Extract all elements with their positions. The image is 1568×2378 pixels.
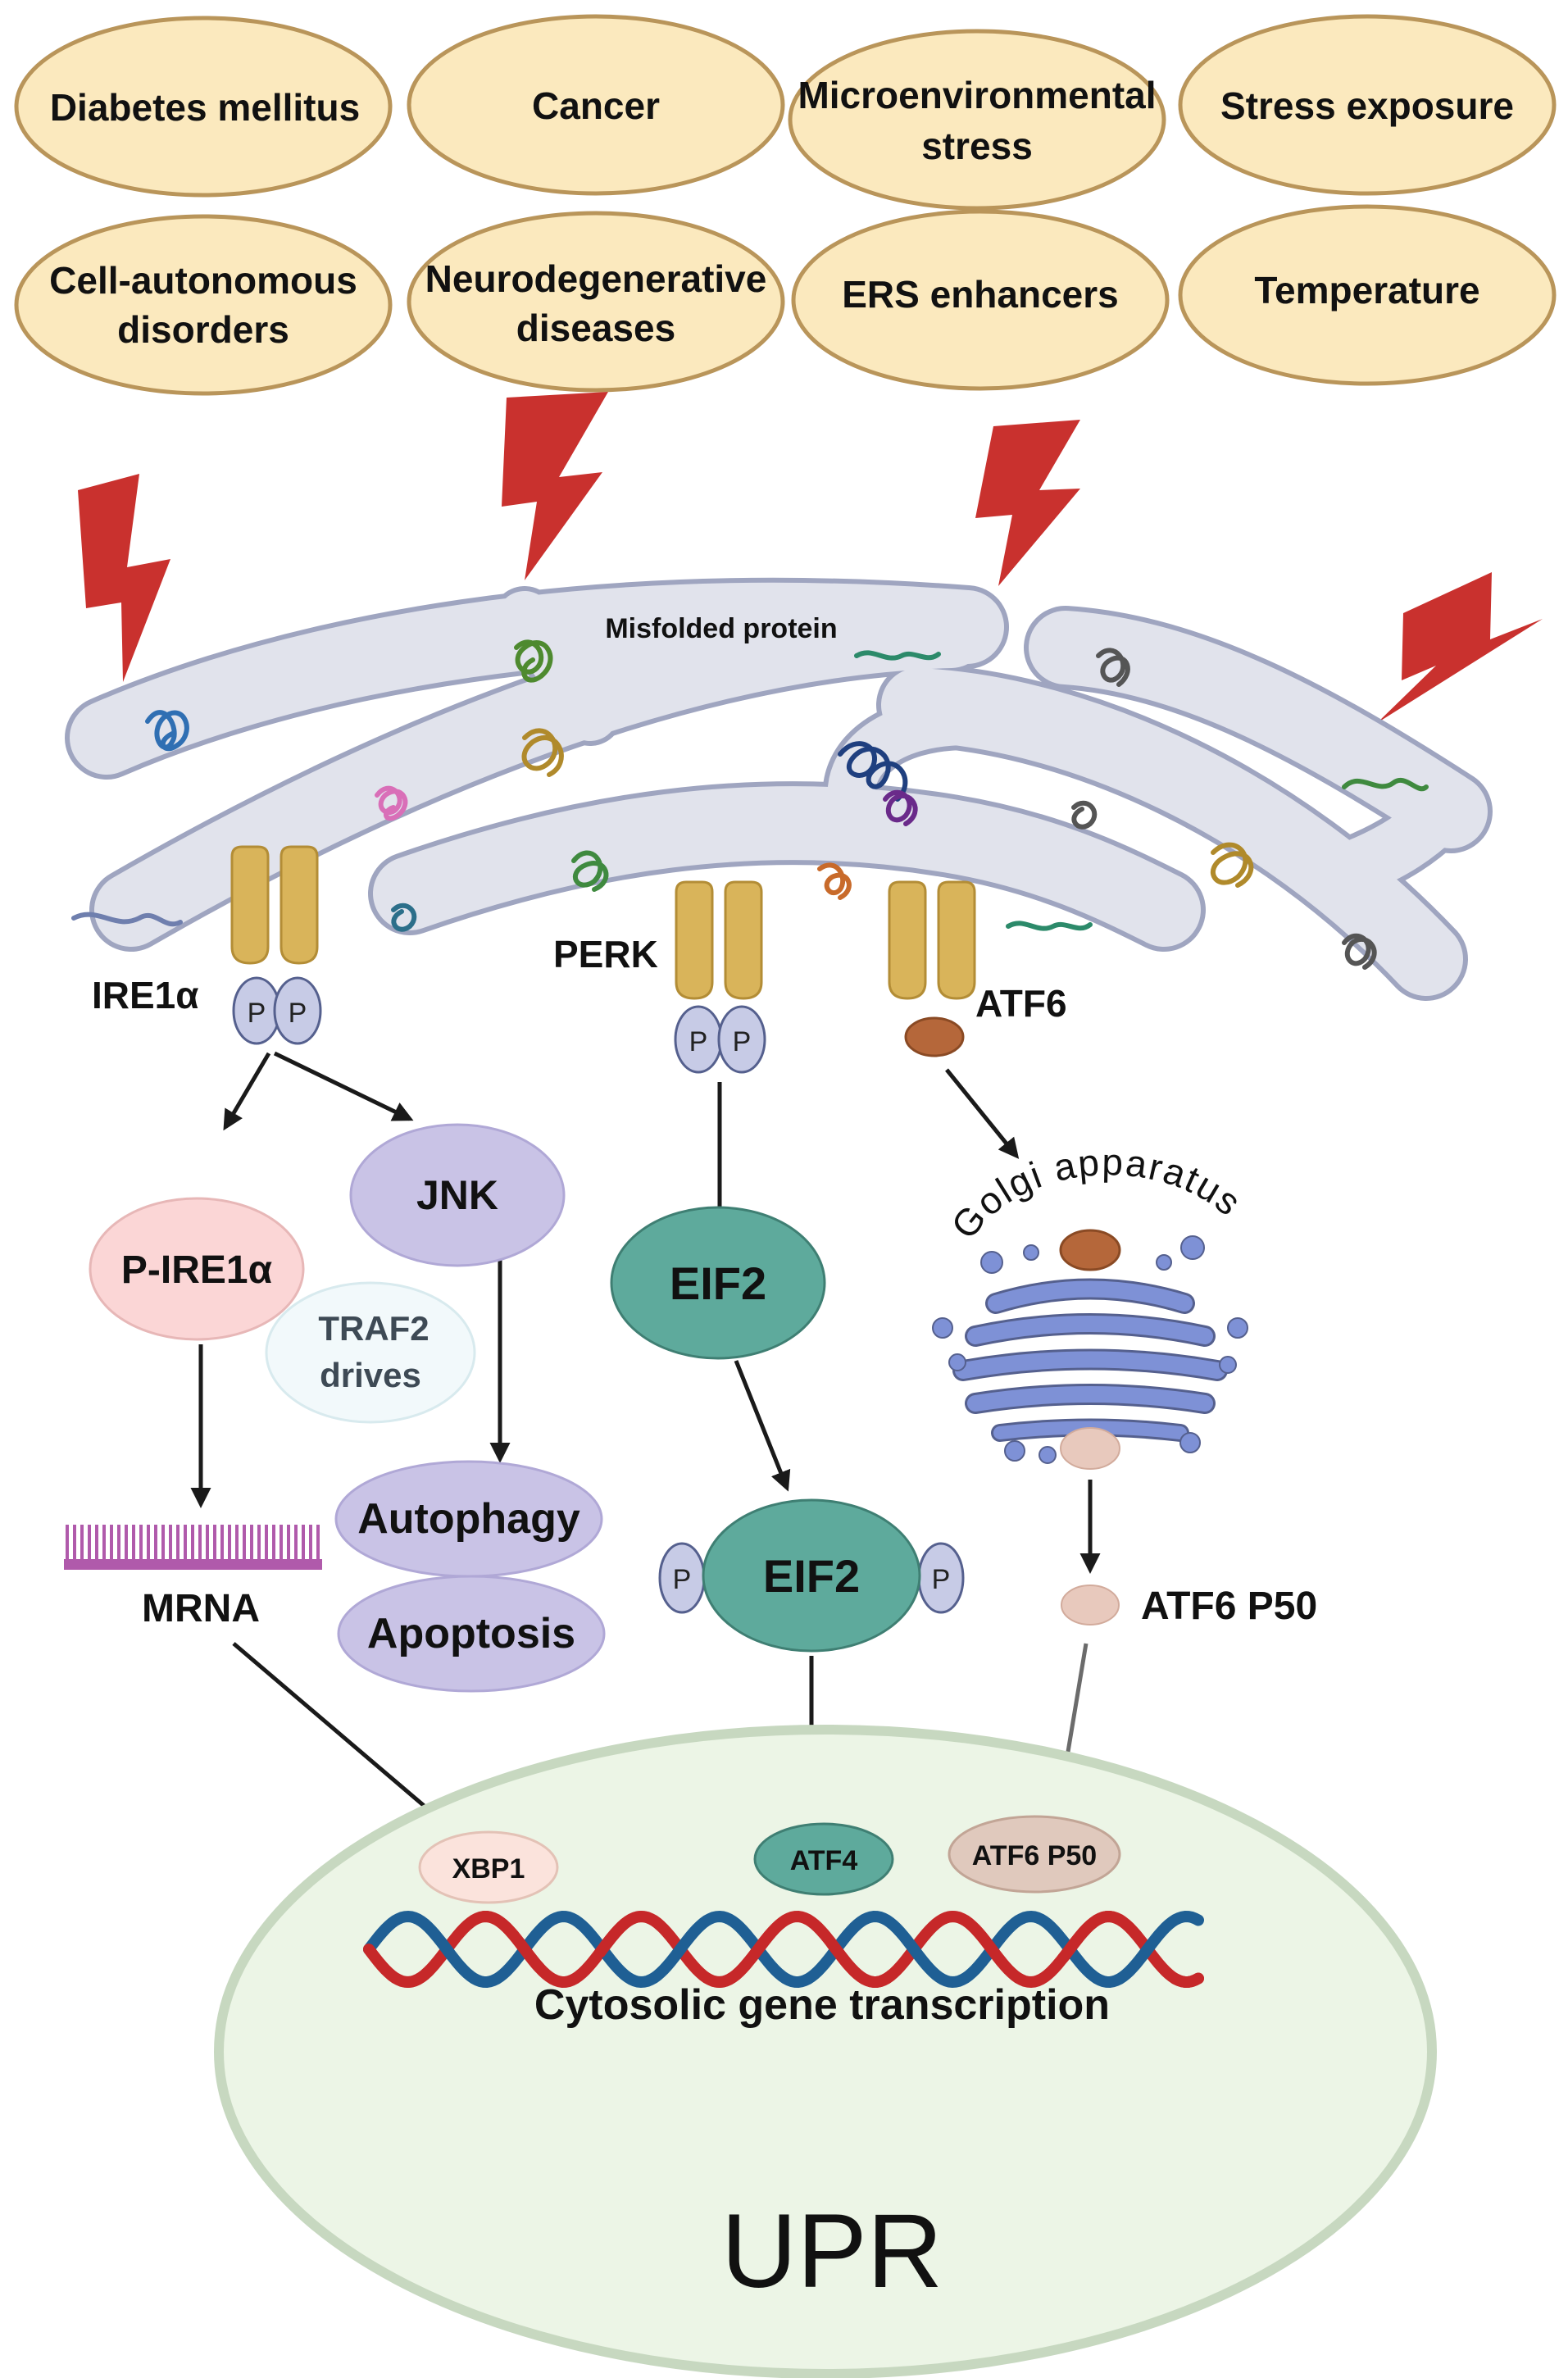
trigger-cancer-label: Cancer	[532, 84, 660, 127]
misfolded-protein-icon	[1342, 777, 1429, 792]
trigger-temperature: Temperature	[1178, 204, 1557, 386]
misfolded-protein-icon	[1096, 648, 1130, 687]
atf6-p50-nuclear-node: ATF6 P50	[948, 1815, 1121, 1894]
trigger-temperature-label: Temperature	[1254, 269, 1479, 311]
eif2-label: EIF2	[670, 1257, 766, 1309]
receptor-perk: P P PERK	[553, 880, 766, 1074]
upr-label: UPR	[721, 2193, 943, 2310]
trigger-ers-label: ERS enhancers	[842, 273, 1118, 316]
trigger-ers-enhancers: ERS enhancers	[791, 209, 1170, 391]
xbp1-node: XBP1	[418, 1830, 559, 1904]
phospho-label: P	[248, 998, 266, 1029]
misfolded-protein-icon	[1210, 842, 1254, 888]
misfolded-protein-icon	[521, 728, 564, 777]
autophagy-node: Autophagy	[334, 1460, 603, 1578]
p-ire1a-node: P-IRE1α	[89, 1197, 305, 1341]
atf6-p50-label: ATF6 P50	[1141, 1585, 1317, 1628]
perk-label: PERK	[553, 933, 658, 975]
arrow-mrna-to-xbp1	[232, 1642, 458, 1835]
misfolded-protein-icon	[71, 912, 183, 927]
lightning-icon	[1377, 572, 1543, 723]
misfolded-protein-icon	[571, 850, 609, 892]
misfolded-protein-icon	[514, 639, 553, 683]
transcription-label: Cytosolic gene transcription	[534, 1981, 1110, 2029]
arrow-ire1a-to-jnk	[273, 1051, 414, 1121]
misfolded-protein-icon	[1006, 921, 1093, 931]
phospho-label: P	[289, 998, 307, 1029]
trigger-cell-autonomous-disorders: Cell-autonomous disorders	[14, 214, 393, 396]
trigger-diabetes: Diabetes mellitus	[14, 16, 393, 198]
trigger-neuro-label-1: Neurodegenerative	[425, 257, 767, 300]
phospho-p-icon	[273, 976, 322, 1045]
misfolded-protein-icon	[1342, 933, 1377, 970]
receptor-ire1a: P P IRE1α	[92, 845, 322, 1045]
atf6-domain-icon	[904, 1016, 965, 1057]
trigger-cancer: Cancer	[407, 14, 785, 196]
misfolded-protein-label: Misfolded protein	[605, 613, 837, 644]
trigger-microenvironmental-stress: Microenvironmental stress	[788, 29, 1166, 211]
trigger-neurodegenerative-diseases: Neurodegenerative diseases	[407, 211, 785, 393]
arrow-ire1a-to-p-ire1a	[223, 1052, 271, 1131]
trigger-micro-label-1: Microenvironmental	[798, 74, 1156, 116]
misfolded-protein-icon	[145, 710, 189, 752]
eif2-p-label: EIF2	[763, 1550, 860, 1602]
trigger-neuro-label-2: diseases	[516, 307, 675, 349]
receptor-atf6: ATF6	[888, 880, 1067, 1057]
misfolded-protein-icon	[1071, 800, 1098, 830]
misfolded-protein-icon	[391, 903, 417, 932]
phospho-label: P	[673, 1564, 692, 1595]
jnk-label: JNK	[416, 1172, 498, 1218]
atf6-label: ATF6	[975, 982, 1067, 1025]
apoptosis-node: Apoptosis	[337, 1575, 606, 1693]
lightning-icon	[78, 474, 170, 682]
trigger-ovals: Diabetes mellitus Cancer Microenvironmen…	[14, 14, 1557, 396]
ire1a-label: IRE1α	[92, 974, 199, 1016]
trigger-cell-label-2: disorders	[117, 308, 289, 351]
phospho-label: P	[689, 1026, 708, 1057]
misfolded-protein-icon	[817, 862, 852, 900]
trigger-cell-label-1: Cell-autonomous	[49, 259, 357, 302]
traf2-node: TRAF2 drives	[265, 1281, 476, 1424]
phospho-p-icon	[717, 1005, 766, 1074]
misfolded-proteins	[71, 639, 1429, 970]
misfolded-protein-icon	[883, 789, 918, 826]
eif2-node: EIF2	[610, 1206, 826, 1360]
trigger-stress-exposure: Stress exposure	[1178, 14, 1557, 196]
apoptosis-label: Apoptosis	[367, 1610, 575, 1657]
misfolded-protein-icon	[838, 741, 908, 802]
traf2-label-2: drives	[320, 1356, 421, 1394]
jnk-node: JNK	[349, 1123, 566, 1267]
atf6-p50-node: ATF6 P50	[1061, 1585, 1317, 1628]
xbp1-label: XBP1	[452, 1853, 525, 1885]
phospho-label: P	[932, 1564, 951, 1595]
atf4-node: ATF4	[753, 1822, 894, 1896]
p-ire1a-label: P-IRE1α	[121, 1248, 273, 1292]
stress-bolts	[78, 392, 1543, 723]
pathway-arrows	[190, 1051, 1101, 2172]
lightning-icon	[975, 420, 1080, 586]
mrna-label: MRNA	[142, 1587, 260, 1630]
arrow-eif2-to-eif2p	[734, 1360, 791, 1492]
arrow-atf6-to-golgi	[945, 1068, 1020, 1159]
atf4-label: ATF4	[790, 1845, 858, 1876]
trigger-stress-exposure-label: Stress exposure	[1220, 84, 1514, 127]
autophagy-label: Autophagy	[357, 1495, 580, 1543]
dna-double-helix-icon	[363, 1910, 1204, 1989]
traf2-label-1: TRAF2	[318, 1309, 429, 1348]
misfolded-protein-icon	[375, 785, 408, 821]
phospho-label: P	[733, 1026, 752, 1057]
trigger-diabetes-label: Diabetes mellitus	[50, 86, 360, 129]
lightning-icon	[502, 392, 608, 580]
atf6-p50-nuclear-label: ATF6 P50	[972, 1840, 1097, 1871]
trigger-micro-label-2: stress	[921, 125, 1033, 167]
misfolded-protein-icon	[854, 650, 941, 661]
golgi-apparatus-icon	[932, 1229, 1248, 1470]
eif2-phosphorylated-node: P P EIF2	[658, 1498, 965, 1653]
mrna-comb-icon	[64, 1525, 322, 1570]
